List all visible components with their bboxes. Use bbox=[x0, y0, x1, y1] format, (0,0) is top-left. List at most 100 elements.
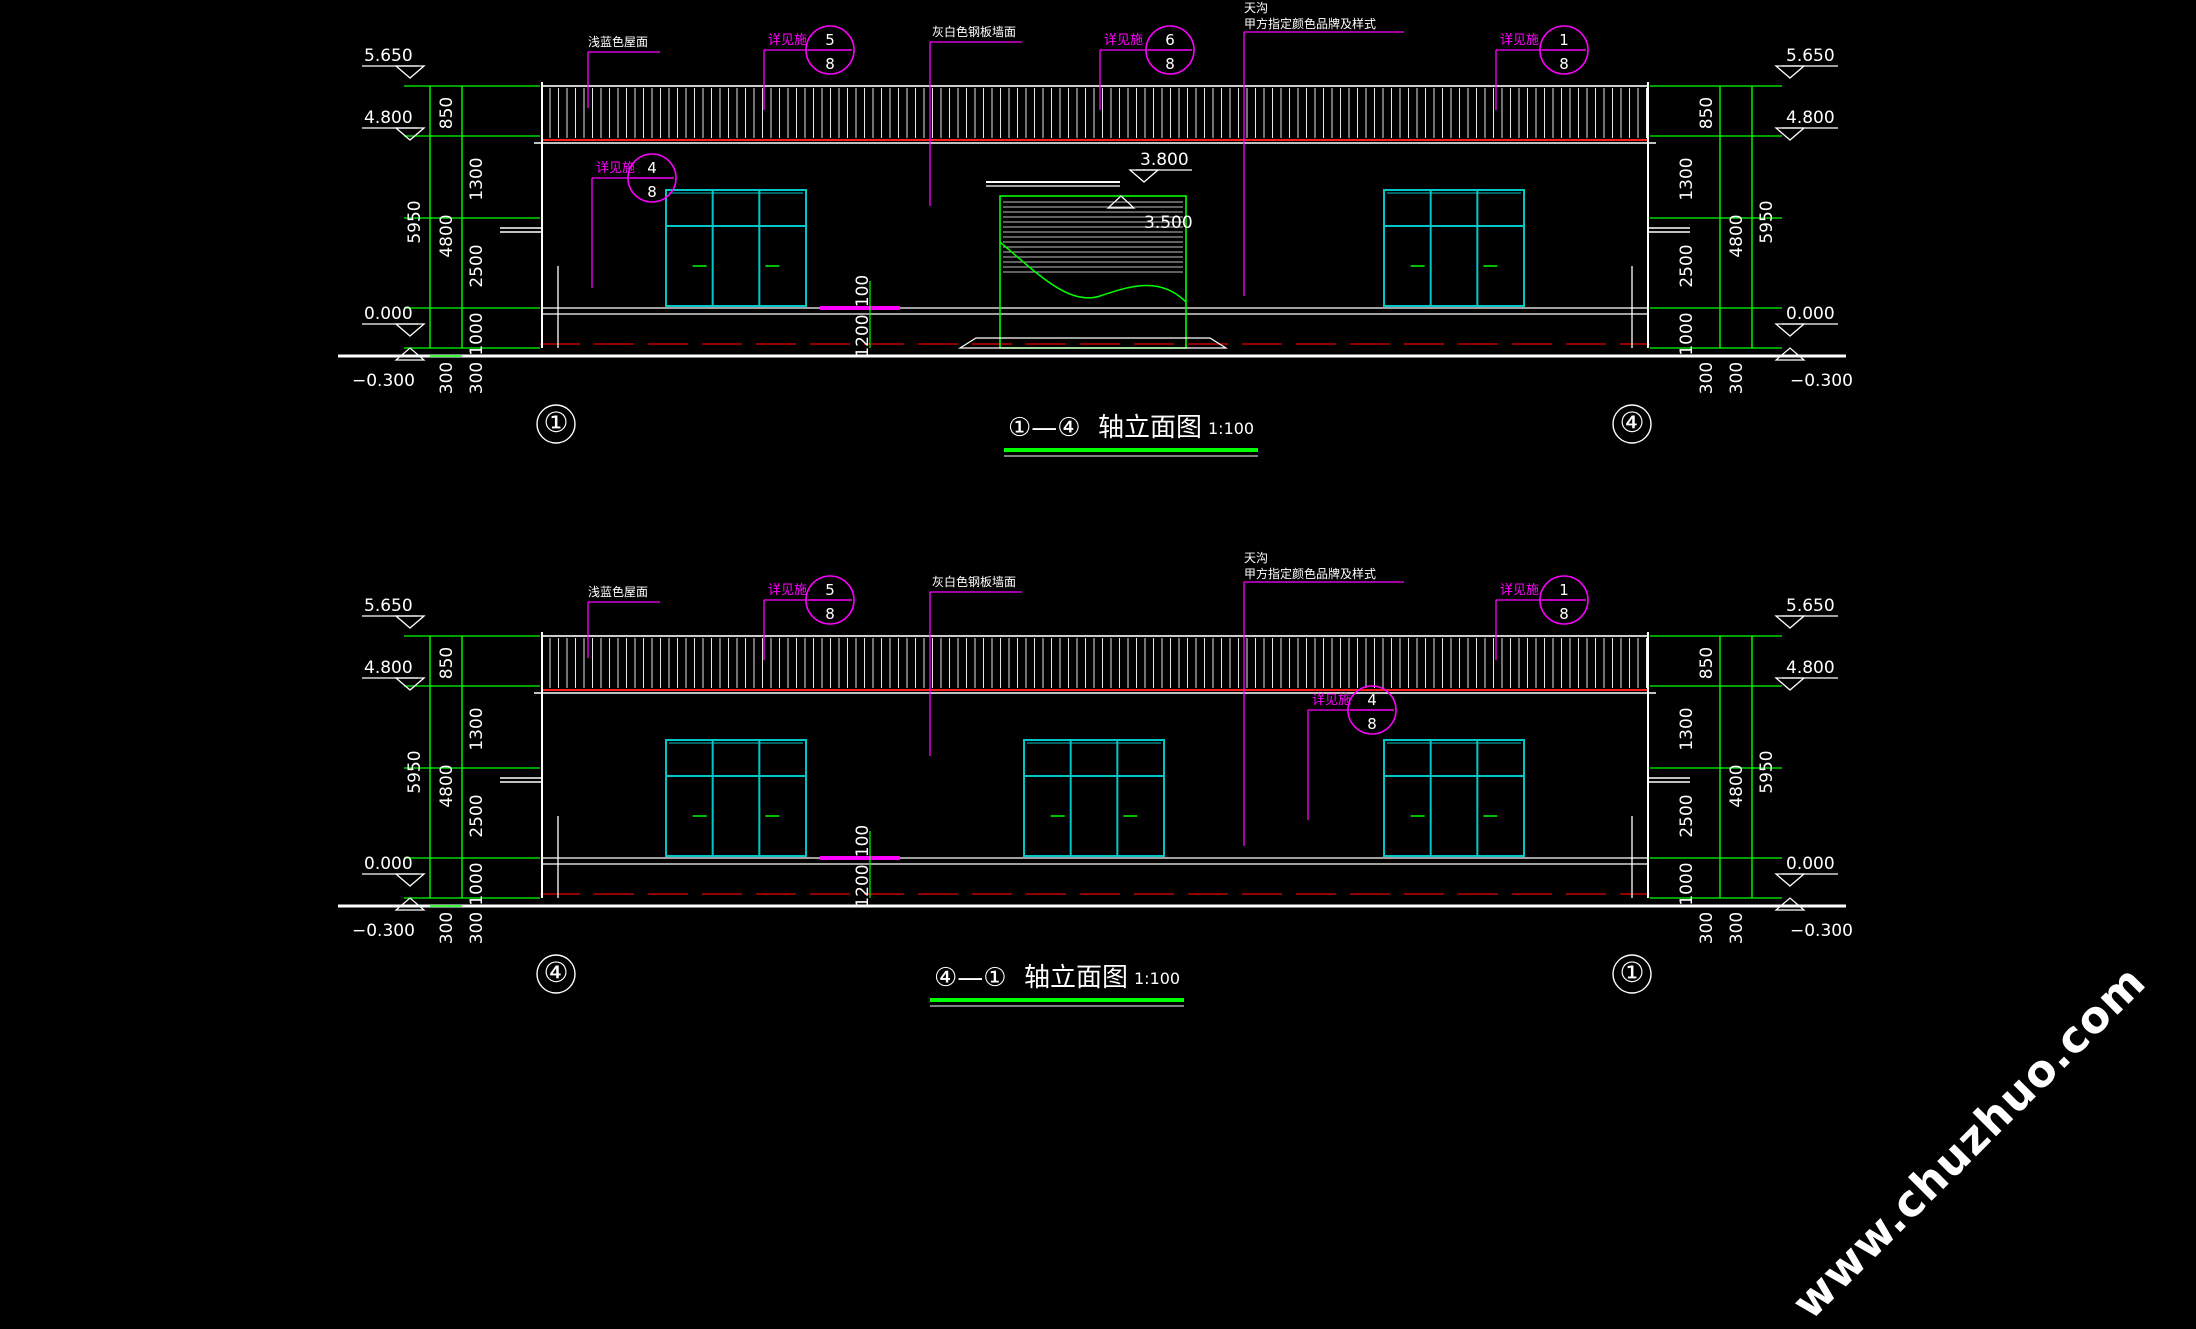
gutter-title: 天沟 bbox=[1244, 1, 1268, 15]
drawing-background bbox=[0, 0, 2196, 1026]
dim-left-850: 850 bbox=[437, 647, 457, 679]
window-right-frame bbox=[1383, 739, 1525, 857]
dim-left-1000: 1000 bbox=[467, 862, 487, 905]
dim-right-300-b: 300 bbox=[1727, 362, 1747, 394]
detail-callout-1-number: 5 bbox=[825, 581, 835, 599]
dim-right-1000: 1000 bbox=[1677, 312, 1697, 355]
detail-callout-1-word: 详见施 bbox=[768, 33, 807, 48]
door-dim-1200: 1200 bbox=[853, 314, 873, 357]
detail-callout-2-number: 6 bbox=[1165, 31, 1175, 49]
dim-right-total: 5950 bbox=[1757, 200, 1777, 243]
detail-callout-3-sheet: 8 bbox=[1559, 55, 1569, 73]
detail-callout-3-word: 详见施 bbox=[1500, 33, 1539, 48]
axis-bubble-left bbox=[536, 404, 576, 444]
detail-callout-2-sheet: 8 bbox=[1559, 605, 1569, 623]
door-dim-100: 100 bbox=[853, 275, 873, 307]
window-right-frame bbox=[1383, 189, 1525, 307]
gutter-title: 天沟 bbox=[1244, 551, 1268, 565]
wall-material-label: 灰白色钢板墙面 bbox=[932, 24, 1016, 39]
dim-left-300-b: 300 bbox=[467, 362, 487, 394]
dim-left-300-b: 300 bbox=[467, 912, 487, 944]
wall-material-label: 灰白色钢板墙面 bbox=[932, 574, 1016, 589]
level-eave-left-label: 4.800 bbox=[364, 108, 413, 128]
rollup-door-curve bbox=[999, 241, 1187, 303]
dim-left-1000: 1000 bbox=[467, 312, 487, 355]
window-left-frame bbox=[665, 739, 807, 857]
door-dim-1200: 1200 bbox=[853, 864, 873, 907]
level-roof-left-label: 5.650 bbox=[364, 596, 413, 616]
dim-left-300-a: 300 bbox=[437, 912, 457, 944]
elevation-title-text: 轴立面图 bbox=[1024, 963, 1128, 993]
axis-label-right: ① bbox=[1619, 956, 1644, 989]
detail-callout-3-number: 1 bbox=[1559, 31, 1569, 49]
detail-callout-4-number: 4 bbox=[647, 159, 657, 177]
window-center-frame bbox=[1023, 739, 1165, 857]
level-eave-right-label: 4.800 bbox=[1786, 658, 1835, 678]
dim-right-300-b: 300 bbox=[1727, 912, 1747, 944]
axis-bubble-right bbox=[1612, 954, 1652, 994]
dim-left-4800: 4800 bbox=[437, 214, 457, 257]
detail-callout-4-sheet: 8 bbox=[647, 183, 657, 201]
level-roof-left-label: 5.650 bbox=[364, 46, 413, 66]
dim-right-1300: 1300 bbox=[1677, 157, 1697, 200]
dim-right-1000: 1000 bbox=[1677, 862, 1697, 905]
level-ground-left-label: 0.000 bbox=[364, 854, 413, 874]
level-roof-right-label: 5.650 bbox=[1786, 46, 1835, 66]
axis-label-right: ④ bbox=[1619, 406, 1644, 439]
elevation-1-4: 3.8003.500100120059508501300480025001000… bbox=[338, 1, 1853, 457]
level-ground-right-label: 0.000 bbox=[1786, 854, 1835, 874]
elevation-title-text: 轴立面图 bbox=[1098, 413, 1202, 443]
detail-callout-1-word: 详见施 bbox=[768, 583, 807, 598]
axis-label-left: ① bbox=[543, 406, 568, 439]
level-eave-left-label: 4.800 bbox=[364, 658, 413, 678]
dim-left-300-a: 300 bbox=[437, 362, 457, 394]
level-base-left: −0.300 bbox=[352, 921, 415, 941]
door-dim-100: 100 bbox=[853, 825, 873, 857]
roof-material-label: 浅蓝色屋面 bbox=[588, 35, 648, 49]
detail-callout-3-sheet: 8 bbox=[1367, 715, 1377, 733]
gutter-note: 甲方指定颜色品牌及样式 bbox=[1244, 566, 1376, 581]
dim-left-1300: 1300 bbox=[467, 707, 487, 750]
level-base-left-marker bbox=[394, 897, 426, 911]
dim-left-850: 850 bbox=[437, 97, 457, 129]
dim-left-2500: 2500 bbox=[467, 794, 487, 837]
door-ramp bbox=[957, 337, 1229, 349]
detail-callout-4-word: 详见施 bbox=[596, 161, 635, 176]
level-door-marker bbox=[1106, 195, 1136, 209]
level-base-right: −0.300 bbox=[1790, 921, 1853, 941]
roof-material-label: 浅蓝色屋面 bbox=[588, 585, 648, 599]
dim-right-2500: 2500 bbox=[1677, 794, 1697, 837]
detail-callout-1-sheet: 8 bbox=[825, 55, 835, 73]
axis-label-left: ④ bbox=[543, 956, 568, 989]
dim-left-total: 5950 bbox=[405, 750, 425, 793]
dim-right-850: 850 bbox=[1697, 647, 1717, 679]
dim-right-850: 850 bbox=[1697, 97, 1717, 129]
detail-callout-3-number: 4 bbox=[1367, 691, 1377, 709]
level-door-label: 3.500 bbox=[1144, 213, 1193, 233]
level-base-left: −0.300 bbox=[352, 371, 415, 391]
level-canopy-label: 3.800 bbox=[1140, 150, 1189, 170]
elevation-title-scale: 1:100 bbox=[1134, 969, 1180, 988]
dim-left-2500: 2500 bbox=[467, 244, 487, 287]
dim-right-1300: 1300 bbox=[1677, 707, 1697, 750]
detail-callout-1-sheet: 8 bbox=[825, 605, 835, 623]
level-ground-right-label: 0.000 bbox=[1786, 304, 1835, 324]
dim-left-1300: 1300 bbox=[467, 157, 487, 200]
level-base-right-marker bbox=[1774, 347, 1806, 361]
cad-drawing-canvas: 3.8003.500100120059508501300480025001000… bbox=[0, 0, 2196, 1026]
detail-callout-2-number: 1 bbox=[1559, 581, 1569, 599]
level-ground-left-label: 0.000 bbox=[364, 304, 413, 324]
axis-bubble-left bbox=[536, 954, 576, 994]
detail-callout-1-number: 5 bbox=[825, 31, 835, 49]
detail-callout-2-sheet: 8 bbox=[1165, 55, 1175, 73]
dim-right-300-a: 300 bbox=[1697, 362, 1717, 394]
window-left-frame bbox=[665, 189, 807, 307]
detail-callout-3-word: 详见施 bbox=[1312, 693, 1351, 708]
elevation-title-axes: ④—① bbox=[934, 963, 1007, 993]
level-base-left-marker bbox=[394, 347, 426, 361]
elevation-title-scale: 1:100 bbox=[1208, 419, 1254, 438]
dim-right-4800: 4800 bbox=[1727, 764, 1747, 807]
level-base-right: −0.300 bbox=[1790, 371, 1853, 391]
detail-callout-2-word: 详见施 bbox=[1104, 33, 1143, 48]
